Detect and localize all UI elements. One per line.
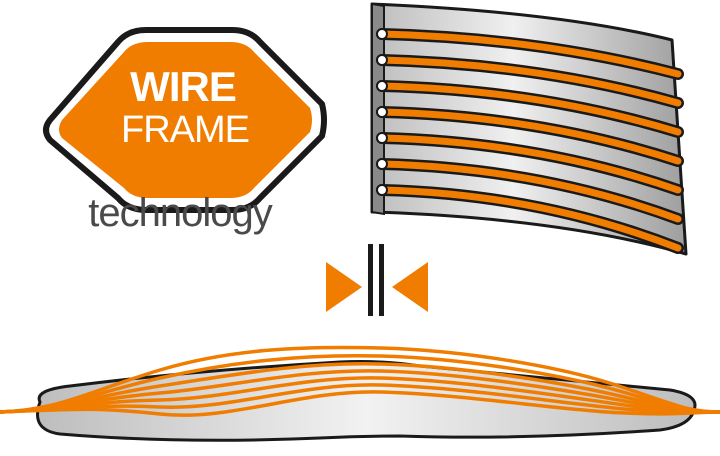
pad-wire (0, 369, 720, 414)
panel-wire-end (376, 158, 388, 170)
panel-wire-end (376, 28, 388, 40)
compression-arrows-icon (326, 244, 428, 316)
compression-bar-right (379, 244, 384, 316)
arrow-left-triangle (392, 262, 428, 312)
panel-wire (378, 160, 682, 223)
pad-wires (0, 345, 720, 417)
arrow-right-triangle (326, 262, 362, 312)
panel-wire-end (376, 184, 388, 196)
pad-wire (0, 362, 720, 414)
panel-wire-end (376, 80, 388, 92)
panel-wire (378, 56, 682, 107)
panel-wire-end (376, 132, 388, 144)
panel-wire (378, 134, 682, 194)
panel-wire (378, 30, 682, 78)
panel-wire-end (376, 106, 388, 118)
pad-wire (0, 376, 720, 414)
logo-text-frame: FRAME (121, 109, 249, 151)
wireframe-logo: WIRE FRAME technology (43, 27, 327, 235)
logo-text-wire: WIRE (130, 63, 236, 110)
panel-wires (376, 28, 684, 254)
panel-wire (378, 108, 682, 165)
logo-tagline: technology (88, 191, 272, 235)
panel-wire-end (376, 54, 388, 66)
pad-wire (0, 353, 720, 414)
pad-wire (0, 345, 720, 414)
compression-bar-left (368, 244, 373, 316)
panel-wire (378, 186, 682, 252)
panel-wire (378, 82, 682, 136)
pad-wire (0, 390, 720, 417)
wire-panel-cross-section (370, 2, 688, 256)
wireframe-pad-side-view (0, 345, 720, 442)
logo-badge-fill (59, 42, 312, 198)
pad-wire (0, 383, 720, 415)
